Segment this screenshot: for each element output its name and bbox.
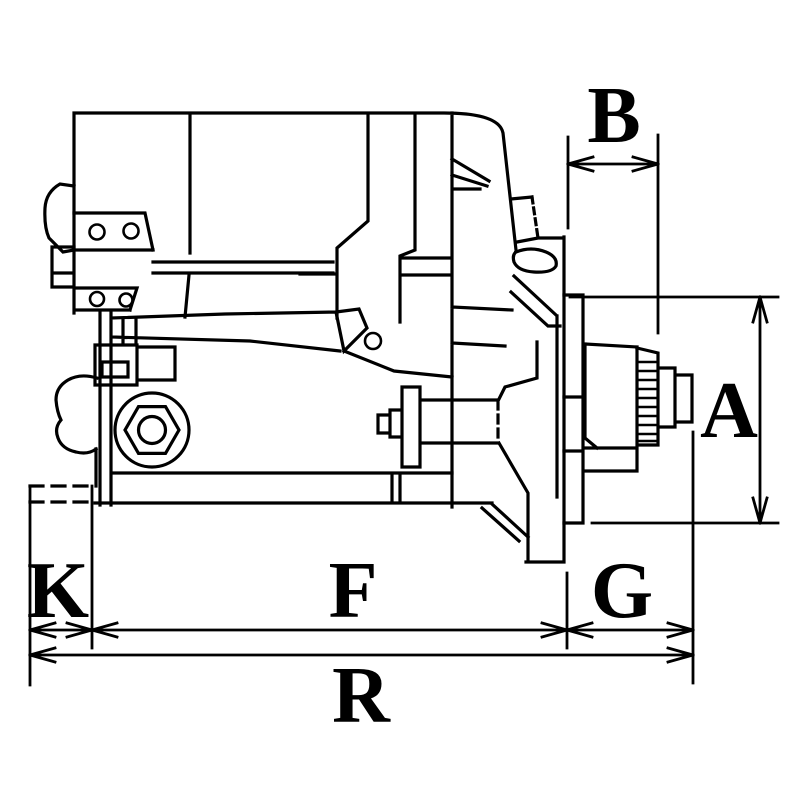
- dimension-label-b: B: [587, 72, 640, 160]
- dimension-a-lines: [568, 295, 780, 525]
- dimension-g-lines: [565, 430, 695, 685]
- dimension-k: K: [27, 484, 94, 687]
- dimension-label-k: K: [27, 547, 89, 635]
- drive-pinion-assembly: [562, 293, 694, 525]
- dimension-a: A: [568, 295, 780, 525]
- hidden-shaft-dashes: [28, 484, 93, 504]
- nut-outer-circle: [113, 391, 191, 469]
- dimension-label-r: R: [332, 652, 391, 740]
- mounting-flange: [496, 195, 566, 564]
- bolt-hole: [122, 222, 140, 240]
- pinion-outline: [562, 293, 694, 525]
- bolt-hole: [88, 223, 106, 241]
- shaft-and-end-plate: [376, 385, 499, 469]
- starter-motor-body: [28, 111, 531, 544]
- dimension-g: G: [565, 430, 695, 685]
- left-end-details: [43, 182, 454, 507]
- pinion-gear-teeth: [635, 360, 660, 443]
- nut-inner-circle: [136, 414, 168, 446]
- nut-hex: [123, 405, 181, 455]
- dimension-f-lines: [90, 621, 569, 639]
- dimension-r-lines: [28, 646, 695, 664]
- dimension-label-f: F: [329, 547, 378, 635]
- dimensions: B A K F G R: [27, 72, 780, 740]
- dimension-b: B: [566, 72, 660, 335]
- housing-bottom-edges: [93, 471, 531, 544]
- bolt-hole: [88, 290, 106, 308]
- dimension-label-a: A: [700, 367, 758, 455]
- flange-ear-hidden-edge: [530, 195, 540, 240]
- dimension-b-lines: [566, 133, 660, 335]
- housing-outline: [72, 111, 518, 509]
- dimension-k-lines: [28, 484, 94, 687]
- bolt-hole: [118, 292, 134, 308]
- dimension-f: F: [90, 547, 569, 639]
- dimension-label-g: G: [591, 547, 653, 635]
- flange-outline: [496, 195, 566, 564]
- lever-pivot-pin: [363, 331, 383, 351]
- dimension-r: R: [28, 646, 695, 740]
- hex-nut: [113, 391, 191, 469]
